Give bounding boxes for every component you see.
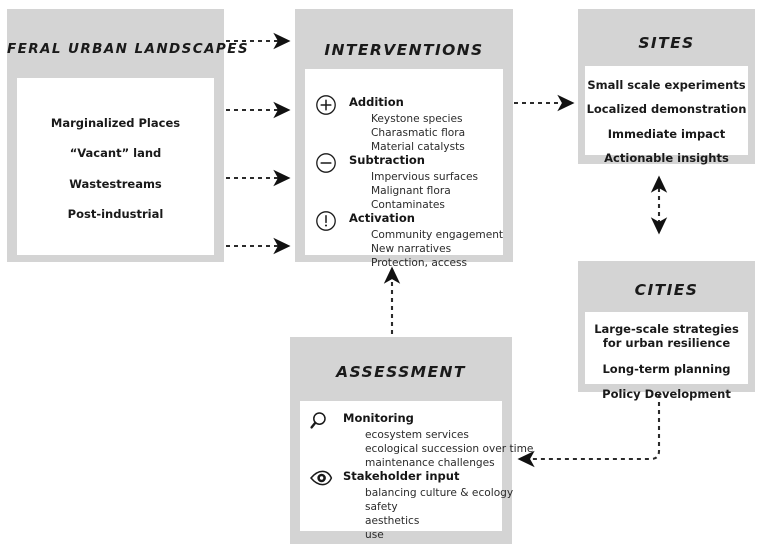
list-item: Keystone species [371,112,463,125]
list-item: New narratives [371,242,452,255]
group-item-list: Impervious surfaces Malignant flora Cont… [349,170,500,212]
list-item: Impervious surfaces [371,170,479,183]
list-item: Localized demonstration [586,102,747,117]
list-item: Material catalysts [371,140,465,153]
intervention-group-activation: Activation Community engagement New narr… [315,210,504,270]
sites-inner-box: Small scale experiments Localized demons… [585,66,748,165]
connector-cities-to-assessment [517,394,661,468]
panel-title-feral: FERAL URBAN LANDSCAPES [7,41,249,57]
group-heading: Subtraction [349,153,425,167]
group-item-list: Keystone species Charasmatic flora Mater… [349,112,500,154]
panel-interventions: INTERVENTIONS Addition Keystone species … [295,9,513,269]
group-heading: Addition [349,95,404,109]
panel-title-sites: SITES [638,34,695,52]
panel-cities: CITIES Large-scale strategies for urban … [578,261,755,401]
group-item-list: Community engagement New narratives Prot… [349,228,504,270]
list-item: balancing culture & ecology [365,486,514,499]
list-item: Long-term planning [602,361,731,376]
feral-inner-box: Marginalized Places “Vacant” land Wastes… [17,78,214,255]
list-item: Protection, access [371,256,468,269]
list-item: Actionable insights [604,151,729,166]
assessment-group-stakeholder-input: Stakeholder input balancing culture & ec… [309,469,514,542]
cities-item-list: Large-scale strategies for urban resilie… [585,322,748,402]
panel-sites: SITES Small scale experiments Localized … [578,9,755,165]
interventions-inner-box: Addition Keystone species Charasmatic fl… [305,69,503,269]
list-item: safety [365,500,398,513]
intervention-group-subtraction: Subtraction Impervious surfaces Malignan… [315,152,500,212]
group-heading: Activation [349,211,415,225]
list-item: aesthetics [365,514,420,527]
list-item: Policy Development [602,387,731,402]
panel-title-interventions: INTERVENTIONS [324,41,484,59]
cities-inner-box: Large-scale strategies for urban resilie… [585,312,748,401]
panel-title-assessment: ASSESSMENT [336,363,466,381]
group-heading: Stakeholder input [343,469,460,483]
intervention-group-addition: Addition Keystone species Charasmatic fl… [315,94,500,154]
list-item: Small scale experiments [587,78,746,92]
assessment-group-monitoring: Monitoring ecosystem services ecological… [309,410,534,470]
list-item: Charasmatic flora [371,126,466,139]
feral-item-list: Marginalized Places “Vacant” land Wastes… [17,116,214,222]
minus-circle-icon [315,152,337,174]
magnifier-icon [309,410,331,432]
list-item: use [365,529,384,542]
plus-circle-icon [315,94,337,116]
sites-item-list: Small scale experiments Localized demons… [585,78,748,166]
list-item: Post-industrial [67,207,164,222]
eye-icon [309,470,333,492]
assessment-inner-box: Monitoring ecosystem services ecological… [300,401,534,541]
panel-assessment: ASSESSMENT Monitoring ecosystem services… [290,337,534,544]
panel-feral-urban-landscapes: FERAL URBAN LANDSCAPES Marginalized Plac… [7,9,249,262]
group-item-list: ecosystem services ecological succession… [343,428,534,470]
group-heading: Monitoring [343,411,414,425]
group-item-list: balancing culture & ecology safety aesth… [343,486,514,542]
list-item: ecosystem services [365,428,469,441]
list-item: ecological succession over time [365,442,534,455]
list-item: Malignant flora [371,184,451,197]
list-item: “Vacant” land [69,146,162,161]
list-item: Marginalized Places [50,116,181,130]
exclamation-circle-icon [315,210,337,232]
panel-title-cities: CITIES [634,281,699,299]
list-item: Immediate impact [607,126,726,141]
list-item: Community engagement [371,228,504,241]
list-item: Wastestreams [69,176,162,191]
list-item: Contaminates [371,198,445,211]
list-item: maintenance challenges [365,456,495,469]
list-item: Large-scale strategies for urban resilie… [594,322,739,351]
